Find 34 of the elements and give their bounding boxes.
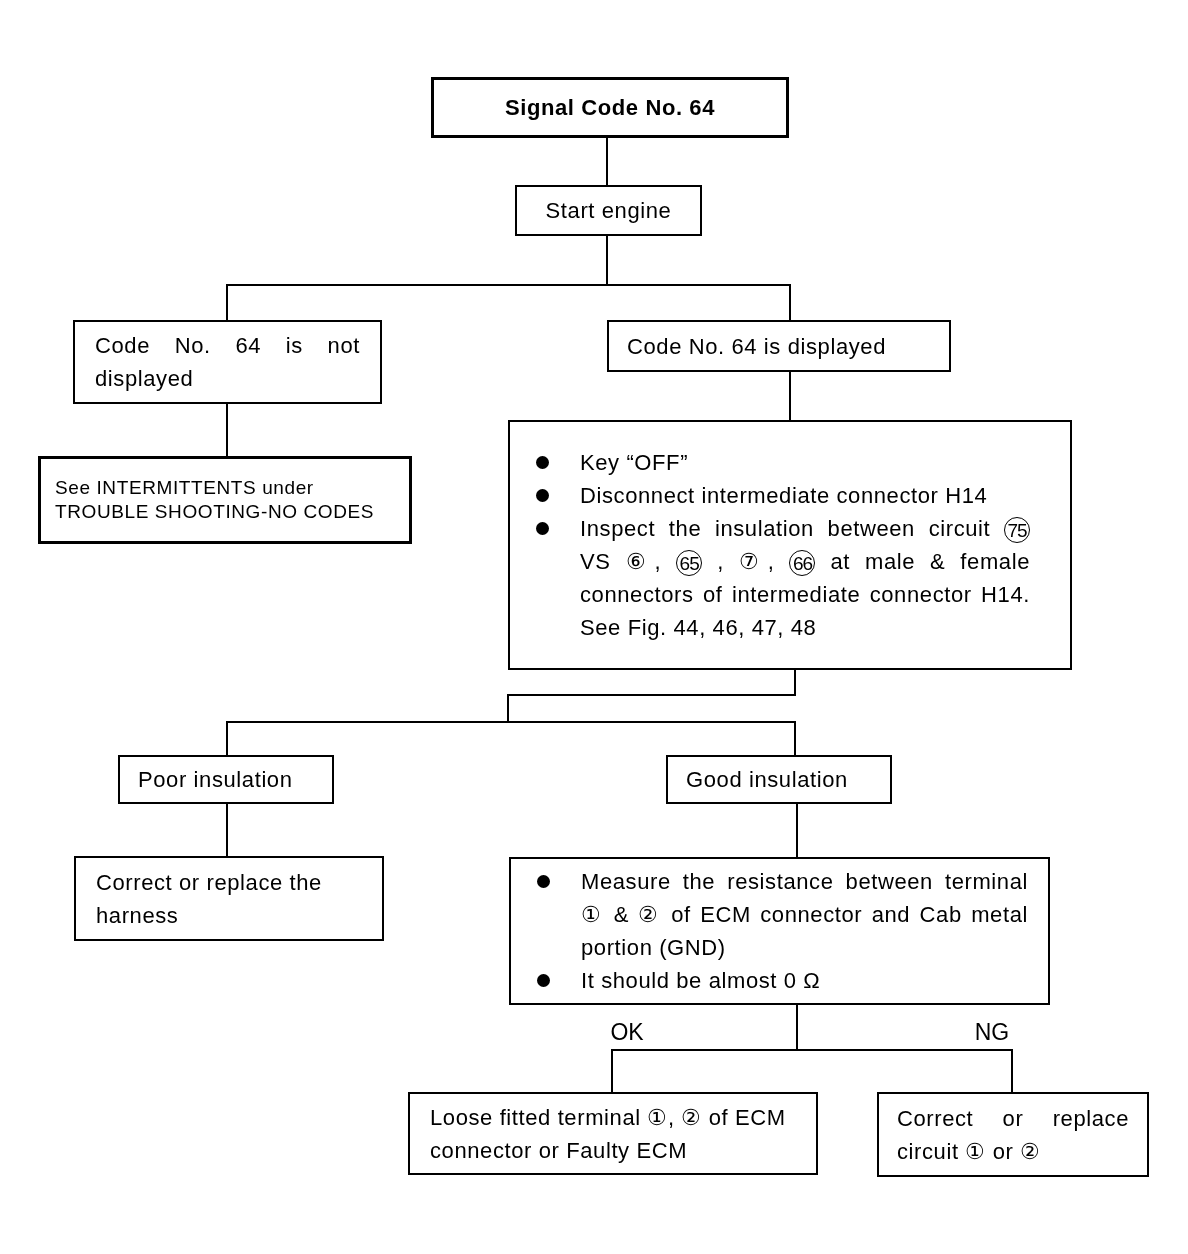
box-text: Code No. 64 is not displayed [95, 332, 360, 393]
process-box [877, 1092, 1149, 1177]
box-text: Correct or replace the harness [96, 868, 323, 930]
box-text: Start engine [544, 197, 673, 225]
bullet-item: Inspect the insulation between circuit 75 VS ⑥, 65 , ⑦, 66 at male & female connectors of intermediate connector H14. See Fig. 44, 46, 47, 48 [510, 512, 1030, 644]
bullet-item: Key “OFF” [510, 446, 1030, 479]
connector-line [606, 137, 608, 186]
bullet-item: Disconnect intermediate connector H14 [510, 479, 1030, 512]
process-box [74, 856, 384, 941]
process-box [431, 77, 789, 138]
process-box [408, 1092, 818, 1175]
connector-line [226, 803, 228, 857]
instruction-box [508, 420, 1072, 670]
process-box [118, 755, 334, 804]
box-text: Good insulation [686, 766, 849, 794]
process-box [666, 755, 892, 804]
connector-line [796, 803, 798, 858]
box-text: Correct or replace circuit ① or ② [897, 1104, 1129, 1166]
instruction-box [509, 857, 1050, 1005]
box-text: Poor insulation [138, 766, 294, 794]
connector-line [789, 371, 791, 421]
process-box [38, 456, 412, 544]
bullet-item: Measure the resistance between terminal ① & ② of ECM connector and Cab metal portion (GND) [511, 865, 1028, 964]
connector-line [606, 235, 791, 321]
bullet-item: It should be almost 0 Ω [511, 964, 1028, 997]
connector-line [796, 1004, 1013, 1093]
box-text: See INTERMITTENTS under TROUBLE SHOOTING-NO CODES [55, 476, 376, 524]
box-text: Signal Code No. 64 [503, 94, 717, 122]
box-text: Code No. 64 is displayed [627, 332, 887, 361]
connector-line [226, 403, 228, 457]
box-text: Loose fitted terminal ①, ② of ECM connector or Faulty ECM [430, 1103, 787, 1165]
process-box [73, 320, 382, 404]
process-box [607, 320, 951, 372]
process-box [515, 185, 702, 236]
